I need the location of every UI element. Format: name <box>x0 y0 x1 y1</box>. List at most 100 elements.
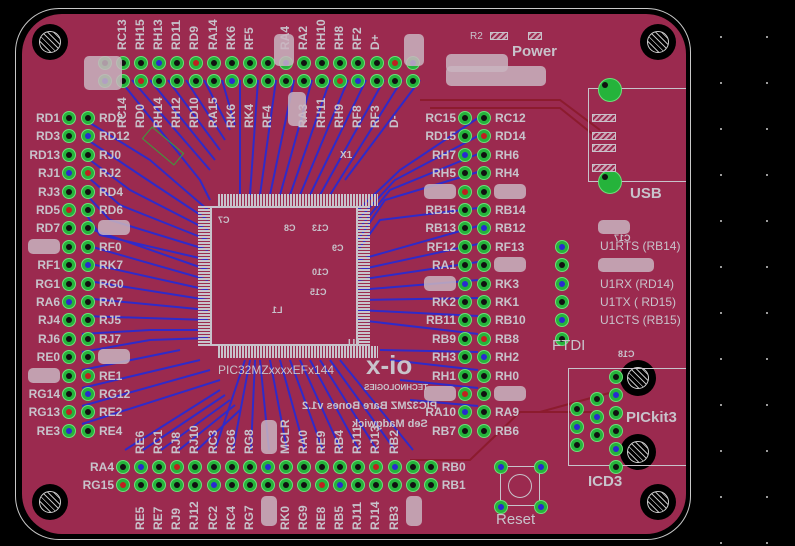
bottom-header-pad-upper <box>170 460 185 474</box>
bottom-header-pad-lower <box>369 478 384 492</box>
ftdi-pad <box>555 313 569 328</box>
right-header-label-outer: RB6 <box>495 423 520 438</box>
right-header-label-inner: RC15 <box>425 111 456 125</box>
bottom-header-pad-lower <box>206 478 221 492</box>
left-header-pad-inner <box>81 111 95 125</box>
bottom-header-pad-lower <box>297 478 311 492</box>
left-header-pad-inner <box>81 387 95 401</box>
top-header-label-upper: RD9 <box>187 25 202 50</box>
right-header-pad-outer <box>477 239 491 254</box>
bottom-header-label-upper: RJ10 <box>187 425 202 454</box>
top-header-pad-upper <box>387 56 402 70</box>
pickit-pad <box>570 402 584 416</box>
left-header-pad-inner <box>81 313 95 328</box>
reset-pad <box>494 500 508 514</box>
left-header-pad-outer <box>62 405 76 420</box>
bottom-header-label-upper: RE6 <box>133 430 148 454</box>
right-header-label-outer: RH2 <box>495 350 520 365</box>
usb-label: USB <box>630 185 662 202</box>
bottom-header-pad-upper <box>405 460 420 474</box>
left-header-label-outer: RG1 <box>35 276 60 291</box>
left-header-pad-inner <box>81 295 95 309</box>
grid-dot <box>766 404 768 406</box>
top-header-label-upper: RA14 <box>205 19 220 50</box>
grid-dot <box>766 220 768 222</box>
left-header-pad-inner <box>81 147 95 162</box>
right-header-label-inner: RH1 <box>431 368 456 383</box>
left-header-pad-outer <box>62 184 76 199</box>
bottom-header-label-upper: RJ8 <box>169 431 184 454</box>
bottom-header-label-lower: RC2 <box>205 505 220 530</box>
left-header-label-outer: RG14 <box>28 387 60 401</box>
top-header-label-lower: RH11 <box>314 97 329 128</box>
left-header-pad-outer <box>62 239 76 254</box>
grid-dot <box>766 312 768 314</box>
left-header-label-outer: RJ4 <box>37 313 60 328</box>
reset-button-actuator[interactable] <box>508 474 532 498</box>
right-header-pad-outer <box>477 331 491 346</box>
board-outline <box>15 8 691 540</box>
ftdi-pad <box>555 258 569 273</box>
inductor-l1-label: L1 <box>272 305 283 315</box>
reset-button-body[interactable] <box>500 466 540 506</box>
top-header-pad-upper <box>206 56 221 70</box>
silk-marker <box>274 34 294 66</box>
bottom-header-pad-upper <box>152 460 167 474</box>
top-header-pad-lower <box>333 74 348 88</box>
right-header-pad-outer <box>477 295 491 309</box>
top-header-pad-lower <box>369 74 384 88</box>
bottom-header-pad-upper <box>369 460 384 474</box>
bottom-header-label-lower: RE8 <box>314 506 329 530</box>
left-header-pad-inner <box>81 331 95 346</box>
right-header-pad-inner <box>458 221 472 236</box>
bottom-header-label-upper: RB2 <box>386 429 401 454</box>
left-header-label-inner: RJ7 <box>99 331 122 346</box>
top-header-pad-lower <box>206 74 221 88</box>
usb-pin <box>592 164 616 172</box>
bottom-header-pad-lower <box>224 478 239 492</box>
left-header-label-outer: RA6 <box>35 295 60 309</box>
right-header-label-outer: RF13 <box>495 239 525 254</box>
bottom-header-label-upper: RC3 <box>205 429 220 454</box>
top-header-pad-lower <box>405 74 420 88</box>
left-header-pad-inner <box>81 221 95 236</box>
ftdi-pad <box>555 240 569 254</box>
silk-marker <box>28 238 60 254</box>
left-header-pad-outer <box>62 166 76 181</box>
top-header-pad-lower <box>188 74 203 88</box>
bottom-header-label-lower: RB3 <box>386 505 401 530</box>
top-header-pad-upper <box>351 56 366 70</box>
mounting-hole-top-right <box>640 24 676 60</box>
top-header-pad-upper <box>152 56 167 70</box>
grid-dot <box>720 220 722 222</box>
right-header-pad-inner <box>458 331 472 346</box>
right-header-label-outer: RH4 <box>495 166 520 181</box>
top-header-pad-lower <box>170 74 185 88</box>
top-header-label-upper: RD11 <box>169 19 184 50</box>
cap-c13-label: C13 <box>312 223 329 233</box>
pickit-pad <box>590 428 604 442</box>
grid-dot <box>720 266 722 268</box>
top-header-pad-upper <box>297 56 312 70</box>
left-header-pad-outer <box>62 350 76 365</box>
right-header-label-inner: RK2 <box>431 295 456 309</box>
right-header-pad-inner <box>458 276 472 291</box>
usb-shield-pad <box>598 78 622 102</box>
top-header-label-upper: RF2 <box>350 27 365 50</box>
pcb-board: RC13RH15RH13RD11RD9RA14RK6RF5RA4RA2RH10R… <box>22 14 686 534</box>
left-header-label-inner: RJ5 <box>99 313 122 328</box>
mcu-chip[interactable] <box>210 206 358 346</box>
right-header-label-outer: RK1 <box>495 295 520 309</box>
bottom-header-label-lower: RG9 <box>296 505 310 530</box>
chip-label: PIC32MZxxxxEFx144 <box>218 363 335 377</box>
right-header-pad-outer <box>477 221 491 236</box>
mounting-hole-bottom-left <box>32 484 68 520</box>
top-header-label-lower: RD10 <box>187 97 202 128</box>
right-header-label-inner: RH3 <box>431 350 456 365</box>
left-header-pad-outer <box>62 387 76 401</box>
bottom-header-pad-upper <box>134 460 149 474</box>
bottom-header-label-upper: RC1 <box>151 429 166 454</box>
top-header-label-upper: RH13 <box>151 19 166 50</box>
bottom-header-label-lower: RC4 <box>223 505 238 530</box>
